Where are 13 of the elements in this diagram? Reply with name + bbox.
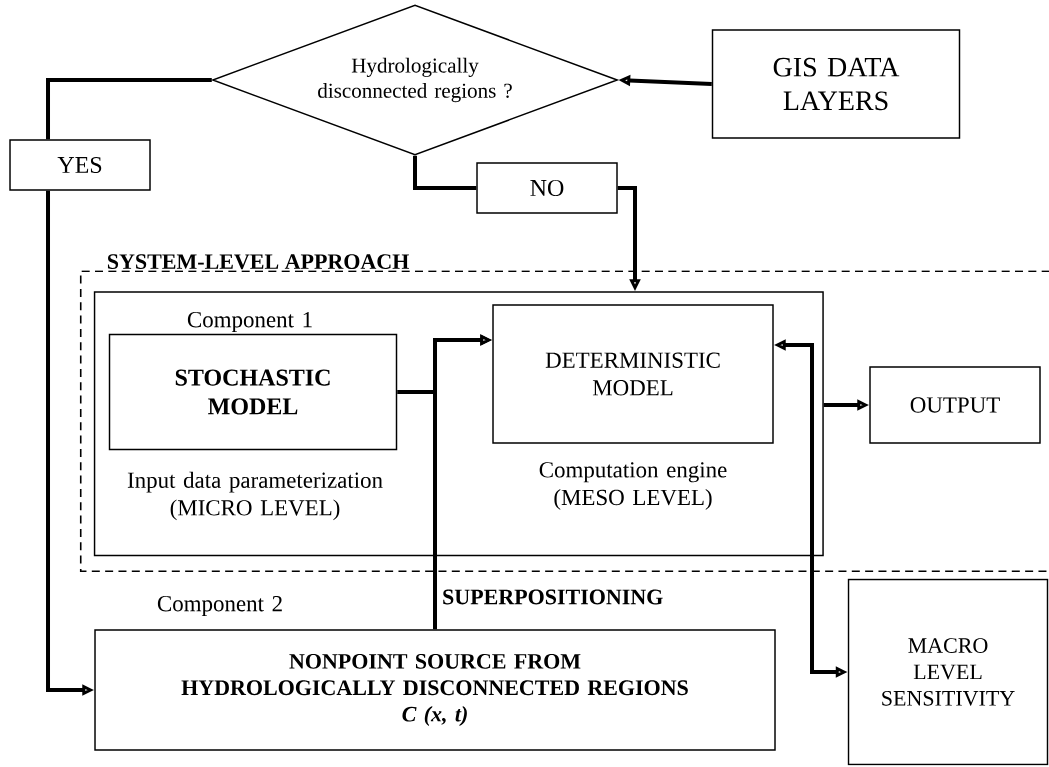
node-caption: Computation engine (MESO LEVEL) bbox=[539, 462, 727, 510]
branch-box: NO bbox=[476, 162, 618, 214]
node-caption: Component 2 bbox=[157, 595, 282, 617]
node-caption: Input data parameterization (MICRO LEVEL) bbox=[127, 471, 383, 521]
process-box: MACRO LEVEL SENSITIVITY bbox=[847, 578, 1049, 766]
process-box: DETERMINISTIC MODEL bbox=[492, 304, 774, 444]
node-caption: Component 1 bbox=[187, 311, 312, 333]
branch-box: YES bbox=[9, 139, 151, 191]
process-box: GIS DATA LAYERS bbox=[711, 29, 961, 139]
process-box: STOCHASTIC MODEL bbox=[108, 333, 398, 451]
process-box: OUTPUT bbox=[869, 366, 1041, 444]
process-box: NONPOINT SOURCE FROM HYDROLOGICALLY DISCONNECTED REGIONS C (x, t) bbox=[94, 629, 776, 751]
edge-label: SUPERPOSITIONING bbox=[440, 588, 665, 606]
